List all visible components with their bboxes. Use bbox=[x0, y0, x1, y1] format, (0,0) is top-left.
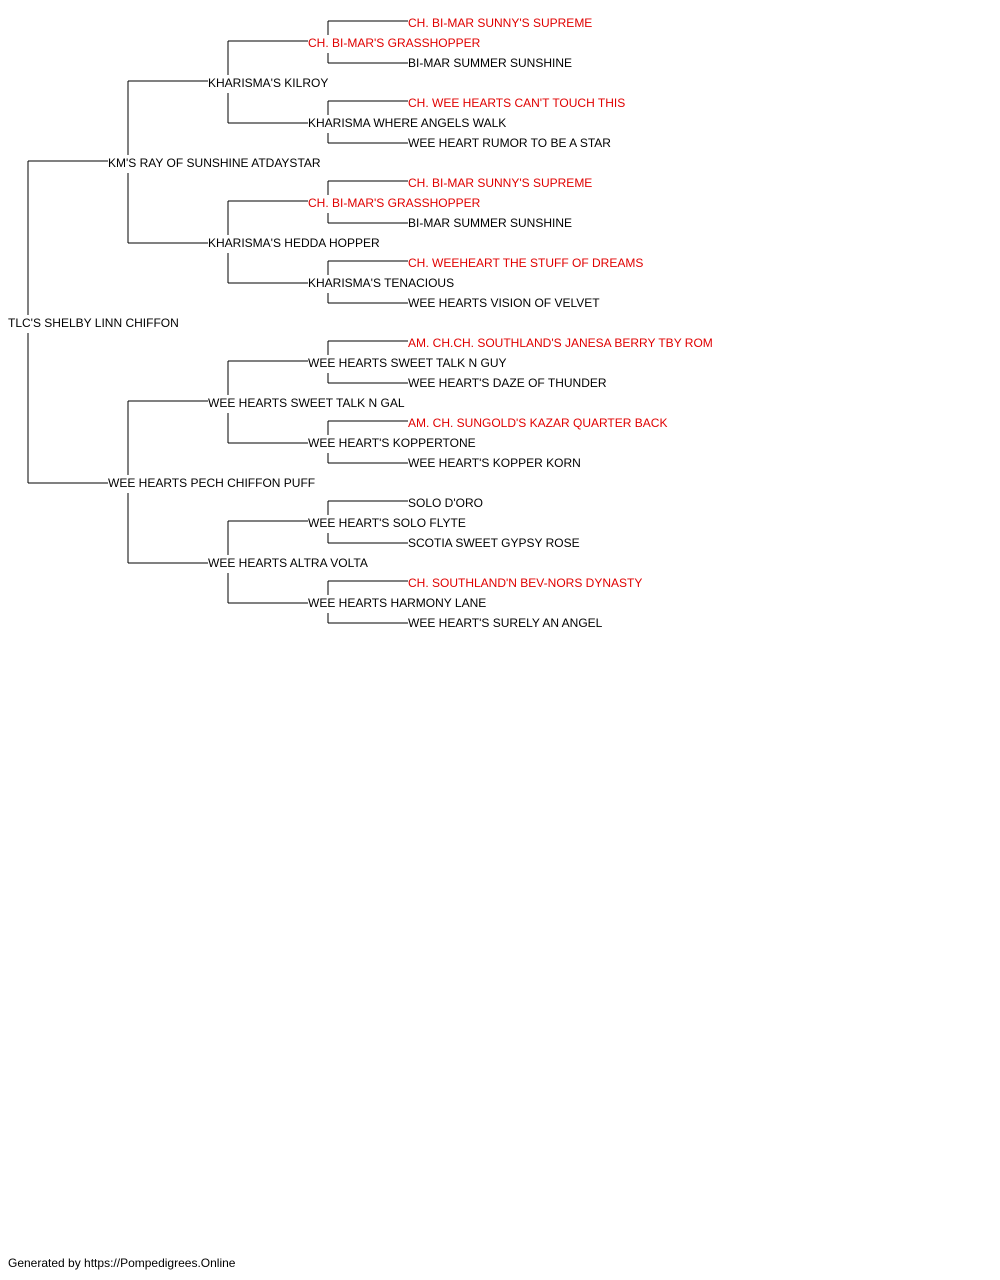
pedigree-entry: WEE HEARTS HARMONY LANE bbox=[308, 596, 486, 610]
pedigree-entry: KHARISMA WHERE ANGELS WALK bbox=[308, 116, 506, 130]
pedigree-entry: CH. BI-MAR'S GRASSHOPPER bbox=[308, 36, 481, 50]
footer-credit: Generated by https://Pompedigrees.Online bbox=[8, 1256, 236, 1270]
pedigree-entry: WEE HEARTS SWEET TALK N GUY bbox=[308, 356, 507, 370]
pedigree-entry: WEE HEART'S SURELY AN ANGEL bbox=[408, 616, 603, 630]
pedigree-entry: AM. CH. SUNGOLD'S KAZAR QUARTER BACK bbox=[408, 416, 667, 430]
pedigree-entry: KHARISMA'S TENACIOUS bbox=[308, 276, 454, 290]
pedigree-entry: WEE HEARTS SWEET TALK N GAL bbox=[208, 396, 405, 410]
pedigree-entry: CH. BI-MAR SUNNY'S SUPREME bbox=[408, 16, 592, 30]
pedigree-entry: KHARISMA'S HEDDA HOPPER bbox=[208, 236, 380, 250]
pedigree-entry: KHARISMA'S KILROY bbox=[208, 76, 328, 90]
pedigree-entry: CH. BI-MAR'S GRASSHOPPER bbox=[308, 196, 481, 210]
pedigree-entry: CH. WEEHEART THE STUFF OF DREAMS bbox=[408, 256, 643, 270]
pedigree-entry: SCOTIA SWEET GYPSY ROSE bbox=[408, 536, 580, 550]
pedigree-entry: TLC'S SHELBY LINN CHIFFON bbox=[8, 316, 179, 330]
pedigree-entry: WEE HEART'S DAZE OF THUNDER bbox=[408, 376, 607, 390]
pedigree-entry: SOLO D'ORO bbox=[408, 496, 483, 510]
pedigree-entry: WEE HEARTS PECH CHIFFON PUFF bbox=[108, 476, 315, 490]
pedigree-entry: BI-MAR SUMMER SUNSHINE bbox=[408, 56, 572, 70]
pedigree-entry: WEE HEART'S KOPPER KORN bbox=[408, 456, 581, 470]
pedigree-entry: KM'S RAY OF SUNSHINE ATDAYSTAR bbox=[108, 156, 321, 170]
pedigree-entry: CH. WEE HEARTS CAN'T TOUCH THIS bbox=[408, 96, 625, 110]
pedigree-entry: AM. CH.CH. SOUTHLAND'S JANESA BERRY TBY … bbox=[408, 336, 713, 350]
pedigree-entry: CH. SOUTHLAND'N BEV-NORS DYNASTY bbox=[408, 576, 642, 590]
pedigree-entry: WEE HEARTS VISION OF VELVET bbox=[408, 296, 600, 310]
pedigree-entry: WEE HEART'S KOPPERTONE bbox=[308, 436, 476, 450]
pedigree-entry: CH. BI-MAR SUNNY'S SUPREME bbox=[408, 176, 592, 190]
pedigree-entry: BI-MAR SUMMER SUNSHINE bbox=[408, 216, 572, 230]
pedigree-entry: WEE HEART RUMOR TO BE A STAR bbox=[408, 136, 611, 150]
pedigree-entry: WEE HEART'S SOLO FLYTE bbox=[308, 516, 466, 530]
pedigree-entry: WEE HEARTS ALTRA VOLTA bbox=[208, 556, 368, 570]
